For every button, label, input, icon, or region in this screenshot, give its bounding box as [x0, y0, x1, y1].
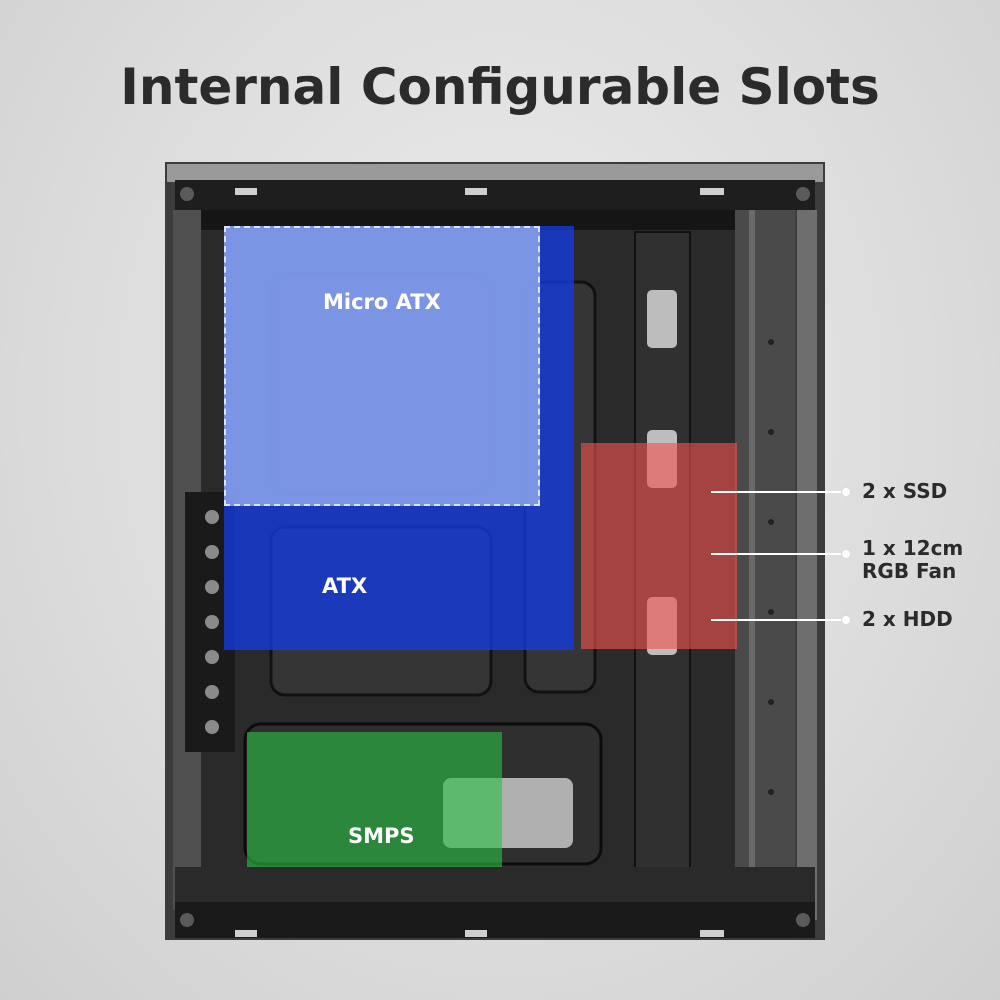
fan-callout-label-line1: 1 x 12cm	[862, 536, 964, 560]
hdd-callout-dot	[841, 615, 851, 625]
ssd-callout-label: 2 x SSD	[862, 479, 948, 503]
fan-callout-line	[711, 553, 846, 555]
hdd-callout-label: 2 x HDD	[862, 607, 953, 631]
hdd-callout-line	[711, 619, 846, 621]
page-title: Internal Configurable Slots	[120, 58, 880, 116]
fan-callout-dot	[841, 549, 851, 559]
fan-callout-label-line2: RGB Fan	[862, 559, 957, 583]
case-top-edge	[167, 164, 823, 182]
front-rail	[735, 210, 795, 920]
drive-bay-zone	[581, 443, 737, 649]
ssd-callout-dot	[841, 487, 851, 497]
smps-zone: SMPS	[247, 732, 502, 867]
micro-atx-label: Micro ATX	[323, 290, 441, 314]
atx-label: ATX	[322, 574, 368, 598]
micro-atx-zone: Micro ATX	[224, 226, 540, 506]
ssd-callout-line	[711, 491, 846, 493]
smps-label: SMPS	[348, 824, 415, 848]
